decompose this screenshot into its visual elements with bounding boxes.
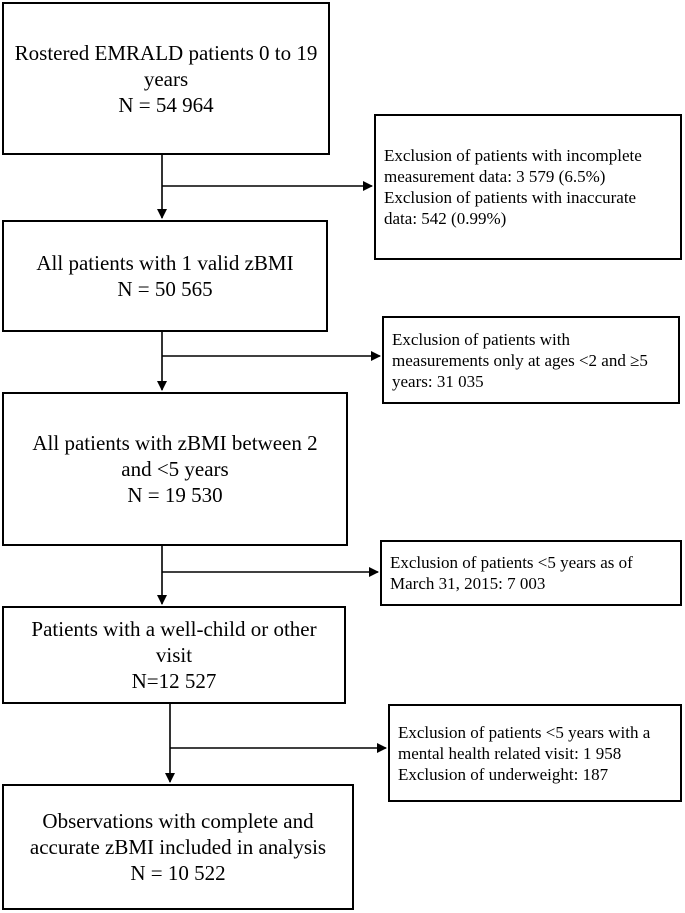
box-count: N=12 527 bbox=[131, 669, 217, 693]
box-text: All patients with zBMI between 2 bbox=[32, 431, 318, 455]
exclusion-text: mental health related visit: 1 958 bbox=[398, 743, 622, 763]
flow-box-valid-zbmi: All patients with 1 valid zBMI N = 50 56… bbox=[2, 220, 328, 332]
box-text: Patients with a well-child or other bbox=[31, 617, 317, 641]
exclusion-text: Exclusion of underweight: 187 bbox=[398, 764, 609, 784]
exclusion-text: Exclusion of patients with bbox=[392, 329, 571, 349]
box-text: years bbox=[143, 66, 189, 91]
exclusion-text: data: 542 (0.99%) bbox=[384, 209, 507, 228]
exclusion-text: Exclusion of patients with inaccurate bbox=[384, 188, 637, 207]
exclusion-text: measurement data: 3 579 (6.5%) bbox=[384, 167, 606, 186]
box-text: Rostered EMRALD patients 0 to 19 bbox=[14, 40, 318, 65]
flow-box-well-child-visit: Patients with a well-child or other visi… bbox=[2, 606, 346, 704]
exclusion-box-age-measurements: Exclusion of patients with measurements … bbox=[382, 316, 680, 404]
box-count: N = 54 964 bbox=[118, 92, 214, 117]
exclusion-box-incomplete-inaccurate: Exclusion of patients with incomplete me… bbox=[374, 114, 682, 260]
exclusion-text: Exclusion of patients <5 years with a bbox=[398, 722, 651, 742]
flow-box-final-analysis: Observations with complete and accurate … bbox=[2, 784, 354, 910]
box-text: visit bbox=[155, 643, 193, 667]
flow-box-zbmi-2-to-5: All patients with zBMI between 2 and <5 … bbox=[2, 392, 348, 546]
exclusion-text: measurements only at ages <2 and ≥5 bbox=[392, 350, 648, 370]
exclusion-text: Exclusion of patients with incomplete bbox=[384, 146, 642, 165]
box-text: Observations with complete and bbox=[42, 809, 314, 833]
exclusion-text: years: 31 035 bbox=[392, 371, 484, 391]
box-text: All patients with 1 valid zBMI bbox=[36, 251, 294, 275]
exclusion-box-mental-health-underweight: Exclusion of patients <5 years with a me… bbox=[388, 704, 682, 802]
exclusion-text: March 31, 2015: 7 003 bbox=[390, 574, 546, 593]
box-count: N = 50 565 bbox=[117, 277, 213, 301]
box-count: N = 19 530 bbox=[127, 483, 223, 507]
exclusion-text: Exclusion of patients <5 years as of bbox=[390, 553, 633, 572]
box-count: N = 10 522 bbox=[130, 861, 226, 885]
exclusion-box-under-5-march-2015: Exclusion of patients <5 years as of Mar… bbox=[380, 540, 682, 606]
box-text: accurate zBMI included in analysis bbox=[29, 835, 327, 859]
box-text: and <5 years bbox=[121, 457, 229, 481]
flow-box-rostered-patients: Rostered EMRALD patients 0 to 19 years N… bbox=[2, 2, 330, 155]
